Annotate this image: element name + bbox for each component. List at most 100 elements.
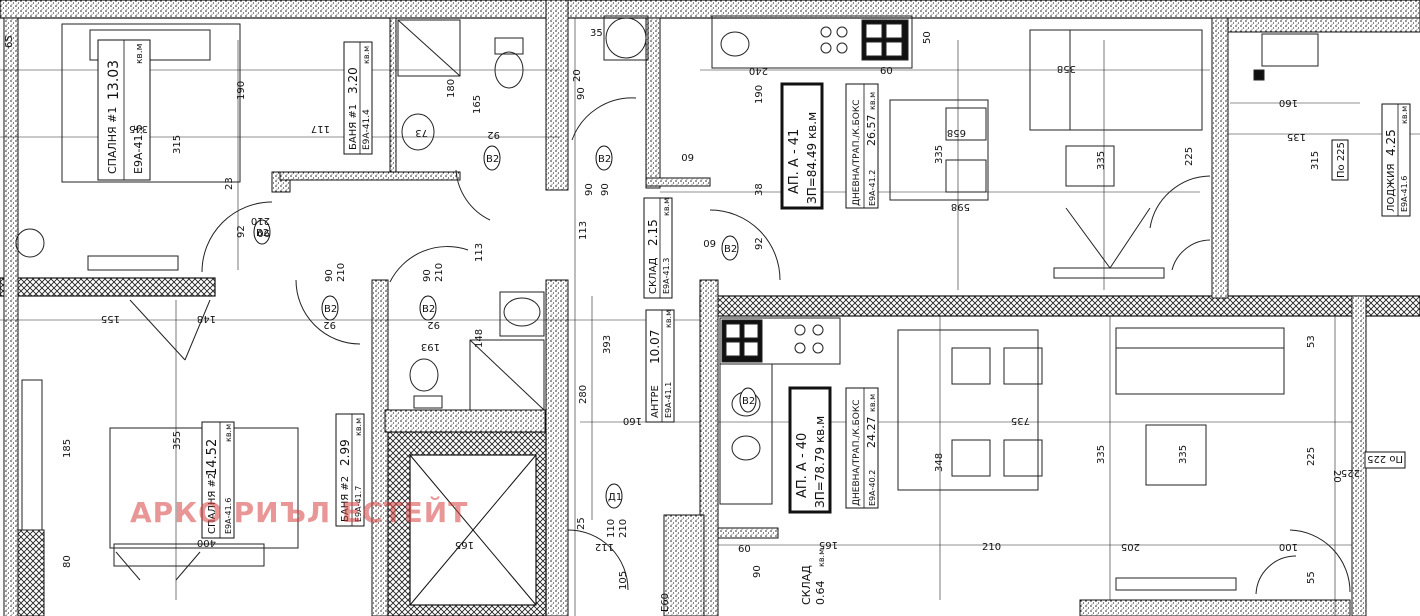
room-living-41-code: Е9А-41.2 [868,170,877,206]
dimension: 20 [572,69,583,82]
dimension: 205 [1121,541,1140,552]
dimension: 90 [600,183,611,196]
room-bath-2-unit: кв.м [354,418,363,436]
room-bedroom-2[interactable]: СПАЛНЯ #2 14.52 Е9А-41.6 кв.м [201,421,235,539]
room-living-40[interactable]: ДНЕВНА/ТРАП./К.БОКС Е9А-40.2 24.27 кв.м [845,387,879,509]
door-tag: В2 [739,387,757,413]
dimension: 210 [618,519,629,538]
room-storage-41-name: СКЛАД [648,258,659,294]
room-loggia[interactable]: ЛОДЖИЯ 4.25 Е9А-41.6 кв.м [1381,103,1411,217]
dimension: 148 [197,313,216,324]
room-bath-1-name: БАНЯ #1 [348,104,359,150]
dimension: 100 [1279,541,1298,552]
sofa-41 [1029,29,1203,131]
dimension: 180 [446,79,457,98]
partition-storage40 [717,527,779,539]
dimension: 393 [602,335,613,354]
wall-loggia [1227,17,1420,33]
dimension: 315 [172,135,183,154]
svg-text:В2: В2 [742,396,755,407]
room-bath-2[interactable]: БАНЯ #2 2.99 Е9А-41.7 кв.м [335,413,365,527]
tv-41 [1053,267,1165,279]
room-hall-41-code: Е9А-41.1 [664,382,673,418]
svg-text:В2: В2 [256,228,269,239]
dimension: 335 [1096,445,1107,464]
dimension: 90 [422,269,433,282]
dimension: 735 [1011,415,1030,426]
dimension: 335 [934,145,945,164]
shower-1 [397,19,461,77]
wall-v-8 [371,279,389,616]
room-hall-41[interactable]: АНТРЕ 10.07 Е9А-41.1 кв.м [645,309,675,423]
dimension: 280 [578,385,589,404]
dimension: 117 [311,123,330,134]
wall-v-6 [1211,17,1229,299]
dimension: 225 [1341,467,1360,478]
room-bedroom-1-unit: кв.м [135,44,145,64]
dimension: 225 [1184,147,1195,166]
tv-40 [1115,577,1237,591]
wall-v-3 [545,0,569,191]
partition-bath2 [384,409,546,433]
dimension: 160 [1279,97,1298,108]
apartment-40-label[interactable]: АП. А - 40 ЗП=78.79 кв.м [788,386,832,514]
room-hall-41-name: АНТРЕ [650,385,661,418]
dimension: 90 [576,87,587,100]
dimension: 90 [584,183,595,196]
room-storage-41[interactable]: СКЛАД 2.15 Е9А-41.3 кв.м [643,197,673,299]
shower-2 [469,339,545,411]
counter-41 [711,15,913,69]
washer-1 [605,17,647,59]
dimension: 110 [606,519,617,538]
wall-bottom-mid [663,514,705,616]
svg-text:В2: В2 [724,244,737,255]
dimension: 225 [1306,447,1317,466]
dimension: 90 [752,565,763,578]
wall-top [0,0,1420,19]
bed-1 [61,23,241,183]
dimension: 658 [947,127,966,138]
door-tag: В2 [321,295,339,321]
apartment-41-name: АП. А - 41 [787,129,802,194]
room-living-41-unit: кв.м [868,92,877,110]
sink-2 [503,297,541,327]
room-bedroom-1-name: СПАЛНЯ #1 [106,107,119,174]
dimension: 92 [236,225,247,238]
room-bath-2-name: БАНЯ #2 [340,476,351,522]
room-living-41[interactable]: ДНЕВНА/ТРАП./К.БОКС Е9А-41.2 26.57 кв.м [845,83,879,209]
dimension: 315 [1310,151,1321,170]
room-living-40-unit: кв.м [868,394,877,412]
svg-text:В2: В2 [324,304,337,315]
dimension: 148 [474,329,485,348]
door-tag: В2 [253,219,271,245]
door-tag: В2 [595,145,613,171]
dimension: 210 [336,263,347,282]
room-bedroom-1[interactable]: Е9А-41.5 СПАЛНЯ #1 13.03 кв.м [97,39,151,181]
room-storage-40[interactable]: СКЛАД 0.64 кв.м [800,549,827,605]
dimension: 113 [474,243,485,262]
dimension: 60 [738,544,751,555]
loggia-table [1261,33,1319,67]
room-living-41-area: 26.57 [865,115,878,147]
room-loggia-unit: кв.м [1400,106,1409,124]
wall-bottom-right [1079,599,1351,616]
wall-mid-right [699,295,1420,317]
room-bath-1[interactable]: Е9А-41.4 БАНЯ #1 3.20 кв.м [343,41,373,155]
dimension: 598 [951,201,970,212]
dimension: 348 [934,453,945,472]
counter-40 [719,317,841,365]
dining-table-40 [897,329,1039,491]
kitchen-sink-41 [720,31,750,57]
svg-text:В2: В2 [486,154,499,165]
apartment-41-label[interactable]: АП. А - 41 ЗП=84.49 кв.м [780,82,824,210]
room-storage-40-name: СКЛАД [800,565,813,605]
dimension: 185 [62,439,73,458]
room-bath-1-code: Е9А-41.4 [362,109,372,150]
door-tag: Д1 [605,483,623,509]
room-hall-41-area: 10.07 [648,330,662,364]
room-loggia-area: 4.25 [1384,129,1398,156]
dimension-texts: 65 190 315 345 117 23 92 155 148 185 355… [4,28,1360,612]
room-labels[interactable]: Е9А-41.5 СПАЛНЯ #1 13.03 кв.м Е9А-41.4 Б… [97,39,1411,605]
dimension: 113 [578,221,589,240]
